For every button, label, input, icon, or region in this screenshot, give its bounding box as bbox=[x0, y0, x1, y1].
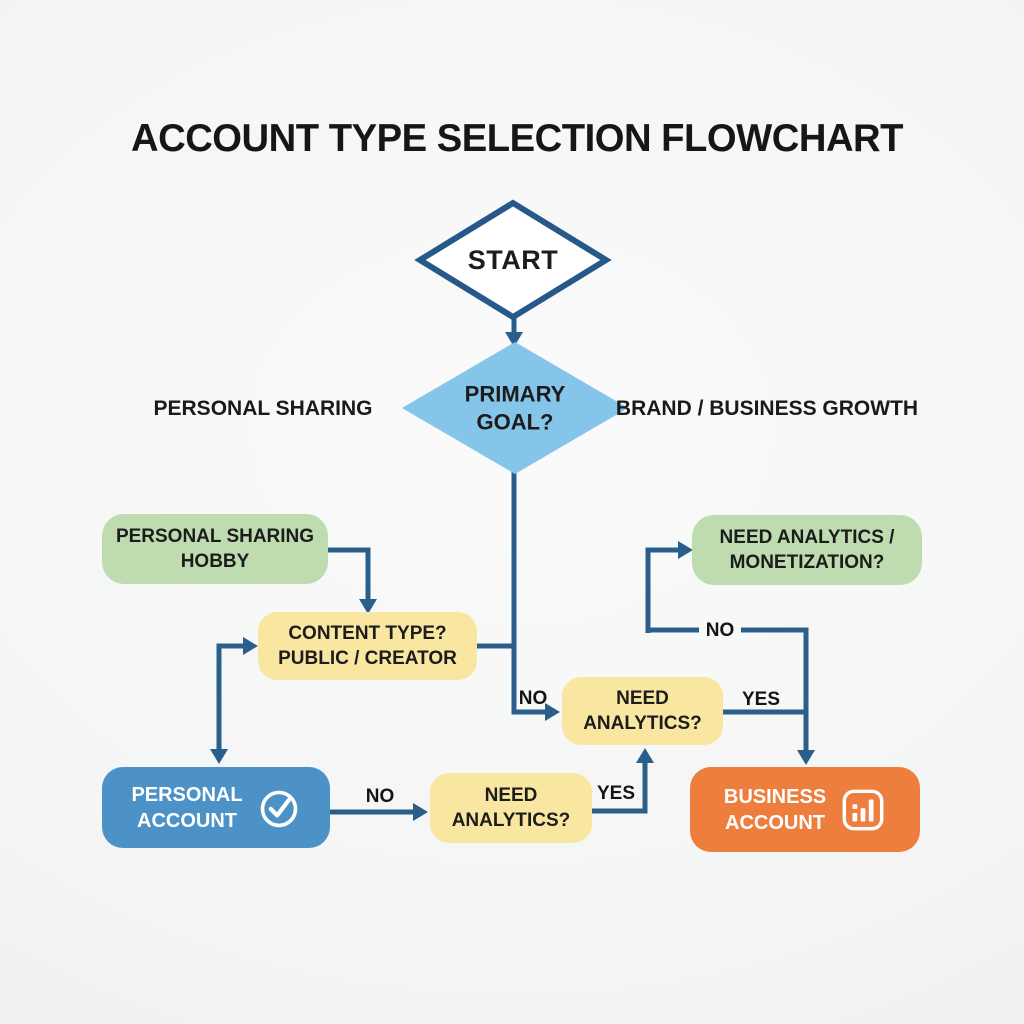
need-analytics-mid-line1: NEED bbox=[616, 687, 669, 709]
content-type-line2: PUBLIC / CREATOR bbox=[278, 648, 457, 669]
connector-goal-down-no bbox=[511, 472, 546, 715]
connector-monetization-no-b bbox=[741, 627, 809, 752]
need-analytics-bottom-line2: ANALYTICS? bbox=[451, 810, 571, 831]
edge-label-mid-yes: YES bbox=[741, 689, 781, 710]
connector-up-monetization bbox=[645, 547, 679, 633]
arrowhead-into-contenttype bbox=[243, 637, 258, 655]
arrowhead-into-business-account bbox=[797, 750, 815, 765]
personal-hobby-line1: PERSONAL SHARING bbox=[115, 525, 315, 547]
start-diamond bbox=[414, 199, 612, 321]
business-account-line2: ACCOUNT bbox=[725, 811, 825, 834]
arrowhead-start-goal bbox=[505, 332, 523, 347]
primary-goal-line1: PRIMARY bbox=[464, 381, 566, 407]
personal-account-line1: PERSONAL bbox=[131, 783, 243, 806]
arrowhead-personal-no bbox=[413, 803, 428, 821]
arrowhead-bottom-yes bbox=[636, 748, 654, 763]
arrowhead-into-monetization bbox=[678, 541, 693, 559]
node-business-account: BUSINESS ACCOUNT bbox=[690, 767, 920, 852]
primary-goal-diamond bbox=[402, 342, 628, 474]
analytics-monetization-line2: MONETIZATION? bbox=[729, 552, 885, 573]
primary-goal-label: PRIMARY GOAL? bbox=[465, 381, 566, 436]
node-analytics-monetization: NEED ANALYTICS / MONETIZATION? bbox=[692, 515, 922, 585]
edge-label-goal-no: NO bbox=[518, 688, 548, 709]
need-analytics-mid-line2: ANALYTICS? bbox=[583, 713, 702, 734]
connector-hobby-contenttype bbox=[328, 547, 371, 601]
primary-goal-line2: GOAL? bbox=[476, 409, 554, 434]
arrowhead-hobby-contenttype bbox=[359, 599, 377, 614]
arrowhead-into-personal-account bbox=[210, 749, 228, 764]
analytics-monetization-line1: NEED ANALYTICS / bbox=[719, 526, 895, 548]
check-circle-icon bbox=[260, 790, 297, 827]
edge-label-personal-no: NO bbox=[365, 786, 395, 807]
personal-hobby-line2: HOBBY bbox=[180, 551, 250, 572]
branch-label-personal: PERSONAL SHARING bbox=[153, 397, 373, 420]
connector-left-elbow bbox=[216, 643, 244, 751]
node-need-analytics-mid: NEED ANALYTICS? bbox=[562, 677, 723, 745]
edge-label-bottom-yes: YES bbox=[596, 783, 636, 804]
bar-chart-icon bbox=[842, 789, 884, 830]
personal-account-line2: ACCOUNT bbox=[137, 809, 237, 832]
branch-label-business: BRAND / BUSINESS GROWTH bbox=[615, 397, 919, 420]
edge-label-monetization-no: NO bbox=[705, 620, 735, 641]
content-type-line1: CONTENT TYPE? bbox=[288, 622, 447, 644]
start-label: START bbox=[467, 245, 559, 276]
need-analytics-bottom-line1: NEED bbox=[484, 784, 538, 806]
business-account-line1: BUSINESS bbox=[723, 785, 827, 808]
node-need-analytics-bottom: NEED ANALYTICS? bbox=[430, 773, 592, 843]
arrowhead-goal-no bbox=[545, 703, 560, 721]
page-title: ACCOUNT TYPE SELECTION FLOWCHART bbox=[130, 117, 904, 160]
node-personal-account: PERSONAL ACCOUNT bbox=[102, 767, 330, 848]
connector-bottom-yes-up bbox=[592, 762, 648, 814]
node-content-type: CONTENT TYPE? PUBLIC / CREATOR bbox=[258, 612, 477, 680]
node-personal-sharing-hobby: PERSONAL SHARING HOBBY bbox=[102, 514, 328, 584]
